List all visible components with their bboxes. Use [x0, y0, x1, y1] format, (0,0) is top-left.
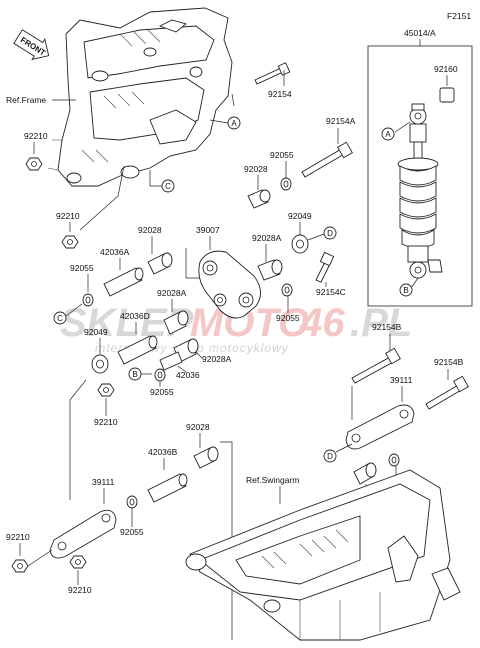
figure-code: F2151 [447, 11, 471, 21]
frame-drawing [47, 7, 233, 187]
marker-d1: D [307, 226, 337, 241]
spacer-2-icon [291, 234, 309, 254]
label-shock-assy: 45014/A [404, 28, 436, 38]
nut-bl2-icon [69, 555, 87, 569]
svg-text:D: D [327, 452, 333, 461]
label-bolt-c: 92154C [316, 287, 346, 297]
rod-upper-drawing [345, 404, 415, 450]
sleeve-b-icon [147, 473, 188, 503]
label-seal-bottom: 92055 [120, 527, 144, 537]
collar-right-icon [353, 462, 377, 485]
seal-low-icon [154, 368, 166, 382]
marker-d2: D [323, 443, 353, 463]
collar-mid1-icon [147, 252, 173, 275]
bolt-92154c [315, 251, 335, 283]
front-arrow-icon: FRONT [13, 29, 50, 61]
label-rod-lower: 39111 [92, 477, 115, 487]
label-nut-bl2: 92210 [68, 585, 92, 595]
label-seal-mid: 92055 [276, 313, 300, 323]
link-39007-drawing [198, 250, 261, 319]
collar-top1-icon [247, 189, 271, 209]
svg-text:C: C [165, 182, 171, 191]
bolt-92154b-right [425, 375, 469, 410]
label-nut-bl1: 92210 [6, 532, 30, 542]
ref-swingarm-label: Ref.Swingarm [246, 475, 299, 485]
label-bolt-a: 92154A [326, 116, 356, 126]
marker-b2: B [399, 277, 419, 297]
sleeve-d-icon [117, 335, 158, 365]
shock-absorber-drawing [397, 103, 443, 279]
label-nut-mid: 92210 [56, 211, 80, 221]
nut-top-icon [25, 157, 43, 171]
label-seal-top: 92055 [270, 150, 294, 160]
seal-right-icon [388, 453, 400, 467]
nut-mid-icon [61, 235, 79, 249]
svg-text:B: B [403, 286, 408, 295]
nut-low-icon [97, 383, 115, 397]
label-collar-mid1: 92028 [138, 225, 162, 235]
label-collar-a-1: 92028A [252, 233, 282, 243]
label-bolt-b-right: 92154B [434, 357, 464, 367]
marker-b1: B [128, 367, 152, 381]
seal-bottom-icon [126, 495, 138, 509]
svg-text:A: A [385, 130, 391, 139]
seal-mid-icon [281, 283, 293, 297]
shock-cap-icon [439, 87, 455, 103]
bolt-92154 [254, 62, 291, 86]
watermark-part-d: .PL [350, 301, 412, 345]
label-collar-a-3: 92028A [202, 354, 232, 364]
spacer-1-icon [91, 354, 109, 374]
nut-bl1-icon [11, 559, 29, 573]
svg-text:C: C [57, 314, 63, 323]
sleeve-a-icon [103, 267, 144, 297]
marker-a2: A [381, 121, 411, 141]
label-collar-low: 92028 [186, 422, 210, 432]
label-collar-top1: 92028 [244, 164, 268, 174]
collar-low-icon [193, 446, 219, 469]
label-cap: 92160 [434, 64, 458, 74]
label-rod-upper: 39111 [390, 375, 413, 385]
bolt-92154b-top [351, 347, 401, 384]
seal-top-icon [280, 177, 292, 191]
seal-left-icon [82, 293, 94, 307]
swingarm-drawing [185, 469, 461, 641]
marker-c2: C [53, 303, 83, 325]
label-link: 39007 [196, 225, 220, 235]
label-spacer-2: 92049 [288, 211, 312, 221]
ref-frame-label: Ref.Frame [6, 95, 46, 105]
label-sleeve-b: 42036B [148, 447, 178, 457]
label-spacer-1: 92049 [84, 327, 108, 337]
sleeve-icon [159, 351, 183, 371]
label-collar-a-2: 92028A [157, 288, 187, 298]
label-bolt-top: 92154 [268, 89, 292, 99]
label-bolt-b-top: 92154B [372, 322, 402, 332]
label-sleeve-a: 42036A [100, 247, 130, 257]
marker-a1: A [209, 116, 241, 130]
label-nut-low: 92210 [94, 417, 118, 427]
svg-text:A: A [231, 119, 237, 128]
collar-a-2-icon [163, 310, 189, 335]
marker-c1: C [149, 170, 175, 193]
label-seal-low: 92055 [150, 387, 174, 397]
label-sleeve: 42036 [176, 370, 200, 380]
watermark-part-c: 46 [299, 301, 345, 345]
svg-text:B: B [132, 370, 137, 379]
label-seal-left: 92055 [70, 263, 94, 273]
collar-a-1-icon [257, 259, 283, 281]
svg-text:D: D [327, 229, 333, 238]
bolt-92154a [301, 141, 353, 178]
label-nut-top: 92210 [24, 131, 48, 141]
label-sleeve-d: 42036D [120, 311, 150, 321]
rod-lower-drawing [49, 509, 117, 559]
